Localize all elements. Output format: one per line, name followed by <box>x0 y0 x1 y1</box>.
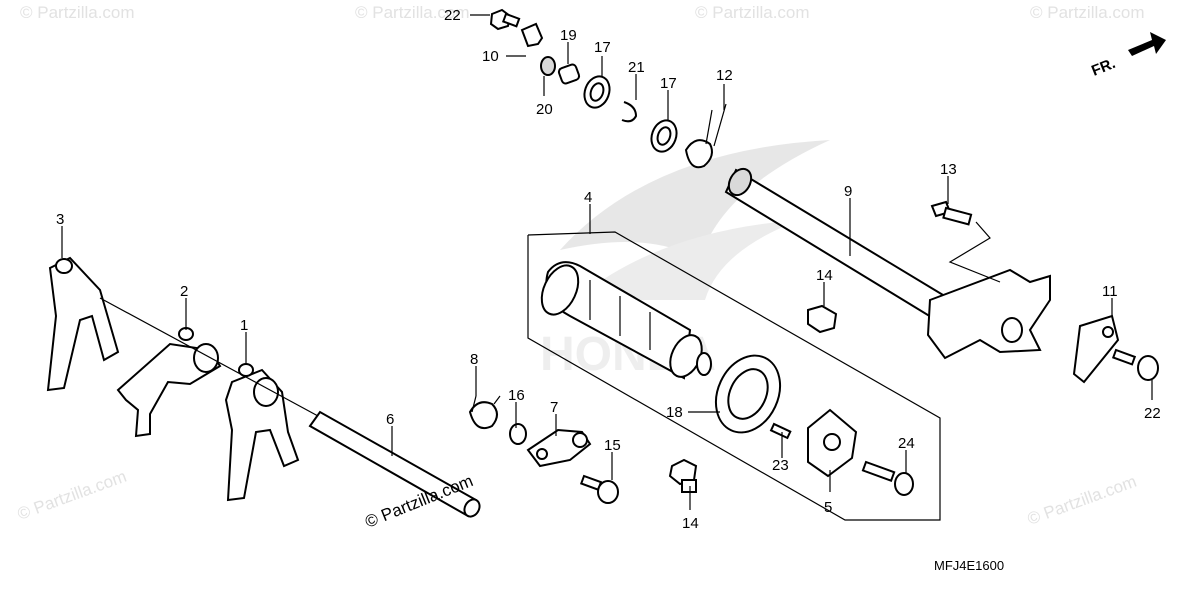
callout-24[interactable]: 24 <box>898 435 915 452</box>
callout-2[interactable]: 2 <box>180 283 188 300</box>
watermark-faint: © Partzilla.com <box>1030 3 1145 22</box>
shift-forks-group <box>46 256 481 518</box>
front-arrow-icon <box>1128 32 1166 56</box>
watermark-faint: © Partzilla.com <box>20 3 135 22</box>
watermark-faint: © Partzilla.com <box>1025 472 1139 529</box>
callout-1[interactable]: 1 <box>240 317 248 334</box>
front-direction-indicator: FR. <box>1089 32 1166 80</box>
shift-spindle-group <box>489 8 1051 360</box>
callout-5[interactable]: 5 <box>824 499 832 516</box>
front-label: FR. <box>1089 55 1118 80</box>
callout-7[interactable]: 7 <box>550 399 558 416</box>
callout-14-lower[interactable]: 14 <box>682 515 699 532</box>
watermark-faint: © Partzilla.com <box>15 467 129 524</box>
callout-22-upper[interactable]: 22 <box>444 7 461 24</box>
callout-17-upper[interactable]: 17 <box>594 39 611 56</box>
callout-6[interactable]: 6 <box>386 411 394 428</box>
callout-17-lower[interactable]: 17 <box>660 75 677 92</box>
callout-13[interactable]: 13 <box>940 161 957 178</box>
callout-19[interactable]: 19 <box>560 27 577 44</box>
diagram-code: MFJ4E1600 <box>934 558 1004 573</box>
watermark-faint: © Partzilla.com <box>695 3 810 22</box>
callout-22-lower[interactable]: 22 <box>1144 405 1161 422</box>
callout-10[interactable]: 10 <box>482 48 499 65</box>
callout-16[interactable]: 16 <box>508 387 525 404</box>
callout-4[interactable]: 4 <box>584 189 592 206</box>
callout-14-upper[interactable]: 14 <box>816 267 833 284</box>
plate-group <box>1072 314 1159 384</box>
callout-23[interactable]: 23 <box>772 457 789 474</box>
watermark-faint: © Partzilla.com <box>355 3 470 22</box>
callout-8[interactable]: 8 <box>470 351 478 368</box>
callout-9[interactable]: 9 <box>844 183 852 200</box>
stopper-arm-group <box>468 395 619 504</box>
callout-labels: 3 2 1 4 5 6 7 8 9 10 11 12 13 14 14 15 1… <box>56 7 1161 532</box>
callout-11[interactable]: 11 <box>1102 283 1118 300</box>
callout-15[interactable]: 15 <box>604 437 621 454</box>
callout-1-3[interactable]: 3 <box>56 211 64 228</box>
callout-18[interactable]: 18 <box>666 404 683 421</box>
shift-drum-group <box>527 231 941 521</box>
callout-20[interactable]: 20 <box>536 101 553 118</box>
callout-12[interactable]: 12 <box>716 67 733 84</box>
leader-lines <box>61 14 1153 510</box>
callout-21[interactable]: 21 <box>628 59 645 76</box>
